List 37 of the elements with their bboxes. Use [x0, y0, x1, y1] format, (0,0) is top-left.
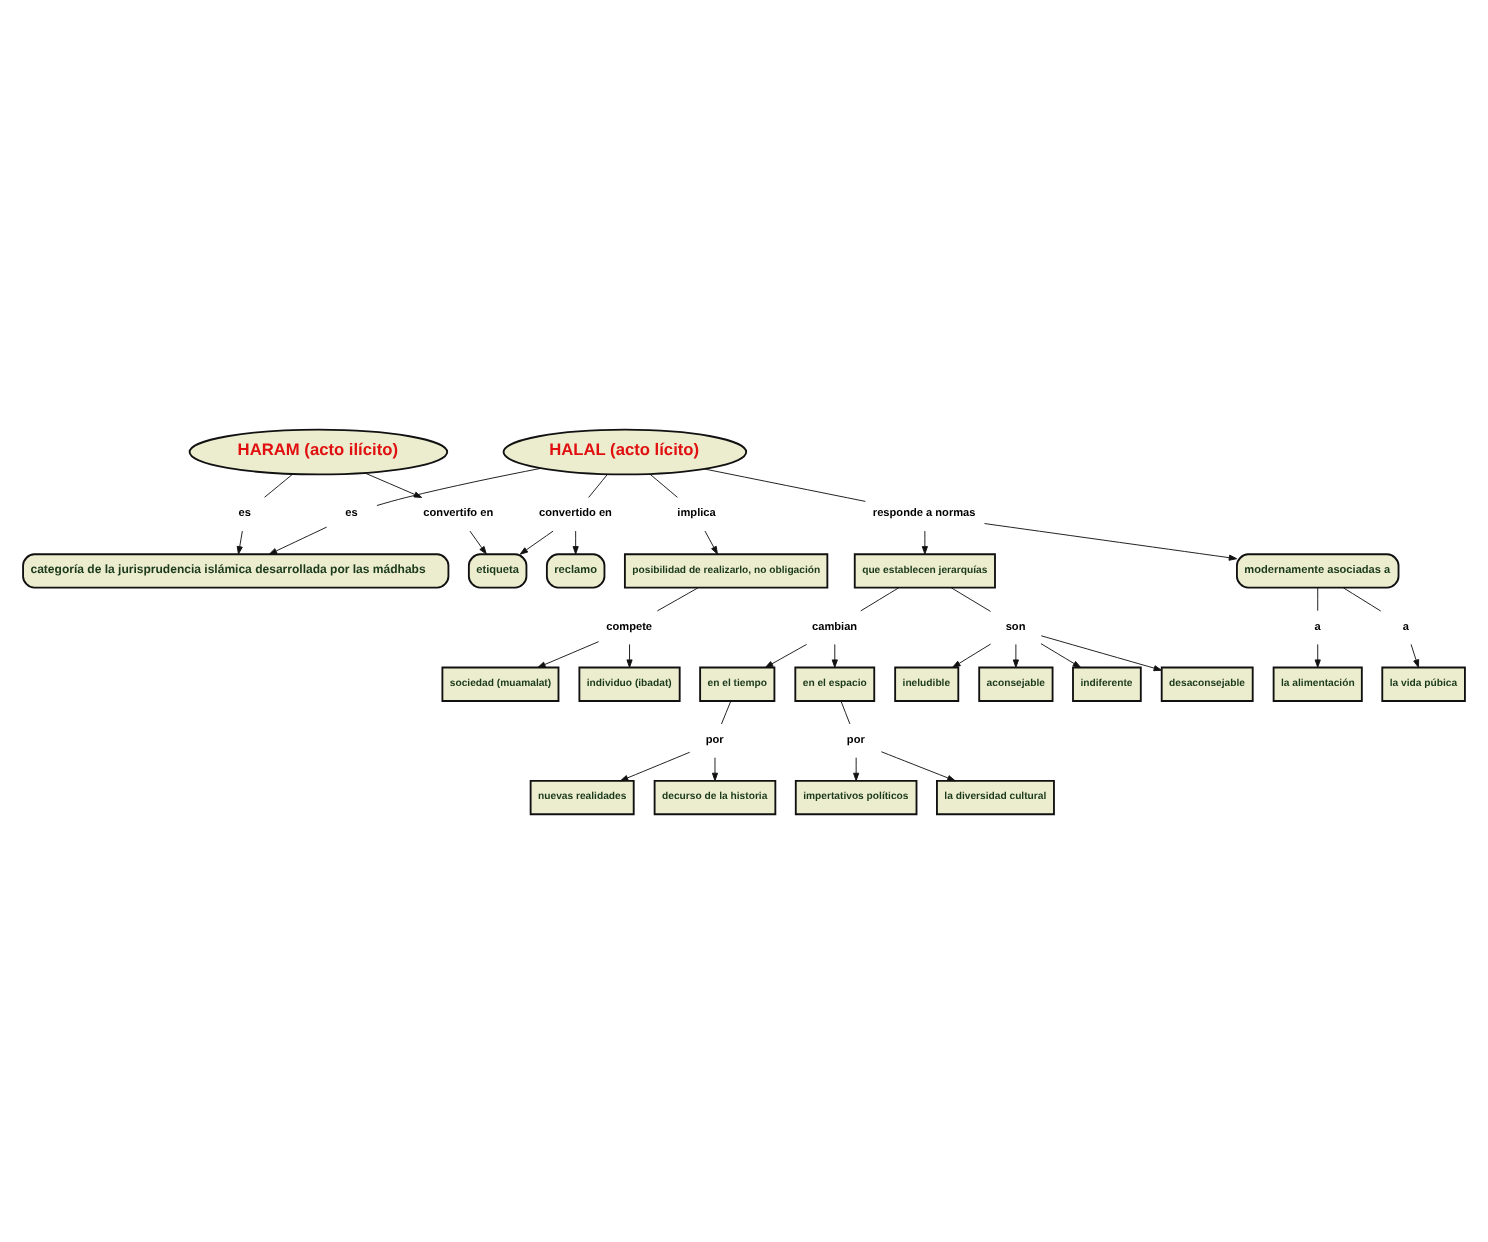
- node-ellipse: HARAM (acto ilícito): [188, 427, 449, 475]
- connector: [649, 472, 678, 497]
- arrow: [364, 471, 423, 497]
- arrow: [711, 756, 719, 781]
- arrow: [519, 529, 554, 554]
- connector: [704, 467, 866, 501]
- arrow: [1012, 642, 1019, 667]
- connector: [376, 466, 542, 505]
- arrow: [1040, 642, 1082, 667]
- arrow: [831, 642, 838, 667]
- arrow: [952, 642, 992, 667]
- connector: [721, 699, 732, 724]
- arrow: [921, 529, 928, 554]
- arrow: [704, 529, 718, 554]
- connector: [1317, 586, 1319, 611]
- connector: [840, 699, 851, 724]
- arrow: [537, 640, 600, 667]
- arrow: [764, 642, 808, 667]
- arrow: [626, 642, 633, 667]
- arrow: [268, 525, 328, 554]
- connector: [264, 472, 294, 497]
- arrow: [236, 529, 243, 554]
- connector: [588, 472, 608, 497]
- node-ellipse: HALAL (acto lícito): [502, 427, 748, 475]
- arrow: [619, 750, 691, 781]
- connector: [950, 586, 992, 611]
- arrow: [984, 522, 1238, 560]
- arrow: [880, 750, 956, 781]
- connector: [1342, 586, 1382, 611]
- arrow: [1040, 634, 1162, 671]
- arrow: [1410, 642, 1420, 667]
- arrow: [853, 756, 860, 781]
- arrow: [1314, 642, 1321, 667]
- connector: [656, 586, 699, 611]
- arrow: [469, 529, 487, 554]
- arrow: [572, 529, 579, 554]
- connector: [860, 586, 900, 611]
